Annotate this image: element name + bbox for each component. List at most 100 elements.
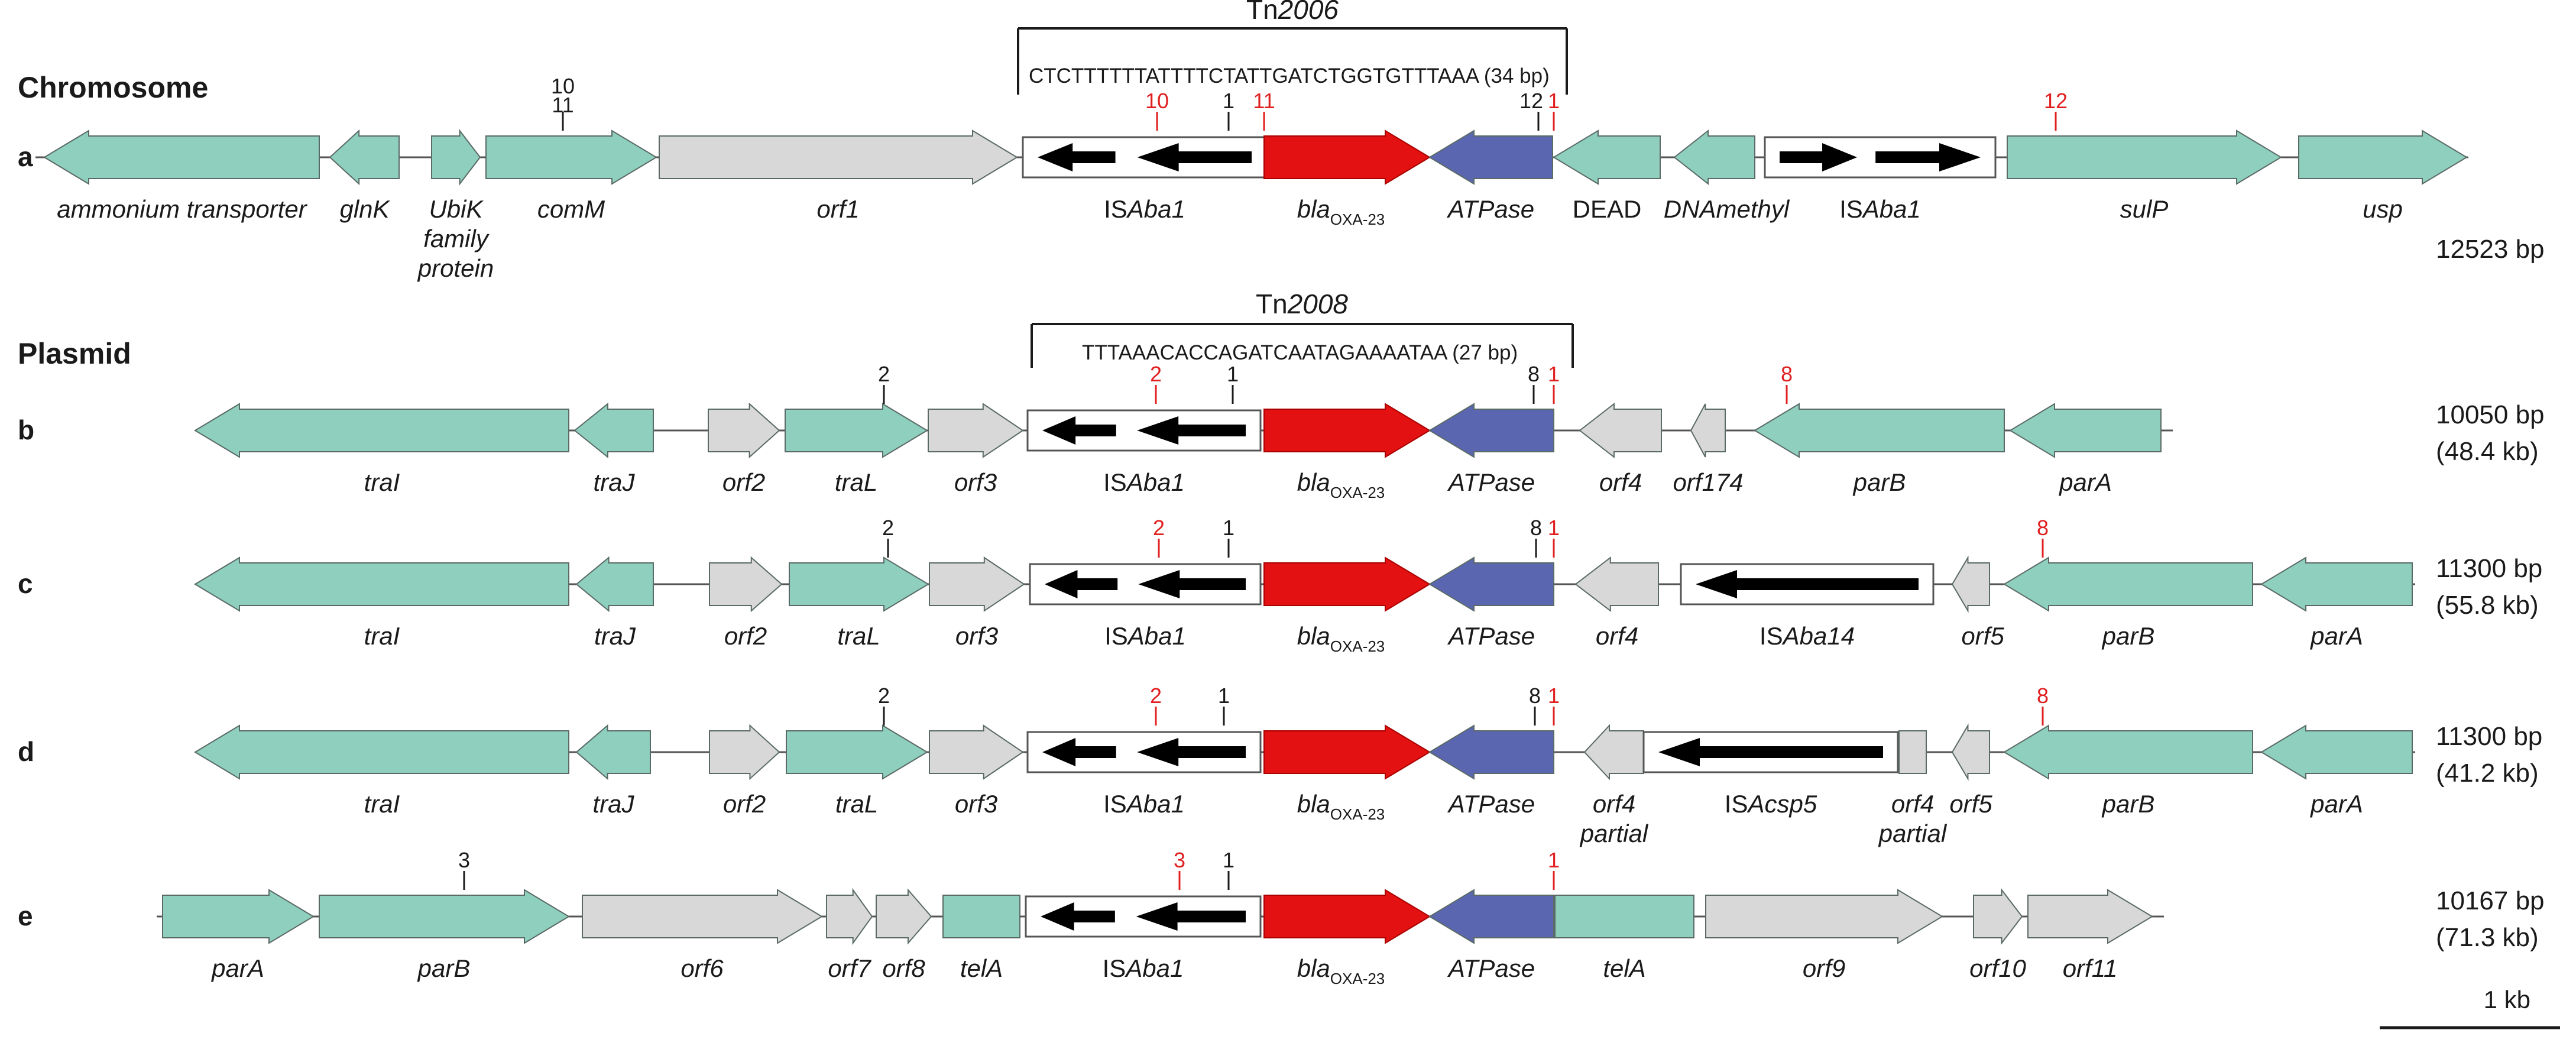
site-marker-1: 1 — [1223, 516, 1234, 558]
gene-label: usp — [2363, 195, 2403, 223]
gene-label: DNAmethyl — [1664, 195, 1790, 223]
gene-label: parB — [417, 954, 471, 982]
row-e-length: 10167 bp — [2436, 886, 2545, 915]
svg-text:2: 2 — [878, 362, 890, 386]
gene-tral: traL — [786, 724, 928, 818]
svg-text:2: 2 — [1150, 684, 1162, 708]
gene-isaba1: ISAba1 — [1026, 731, 1262, 818]
svg-text:3: 3 — [1174, 848, 1185, 872]
gene-label: orf2 — [724, 622, 767, 650]
scale-label: 1 kb — [2484, 986, 2530, 1013]
gene-label: orf11 — [2063, 954, 2118, 982]
gene-label: traJ — [594, 622, 636, 650]
gene-tral: traL — [785, 403, 928, 496]
gene-blaoxa-23: blaOXA-23 — [1263, 889, 1431, 987]
gene-label: orf4 — [1599, 468, 1642, 496]
site-marker-8: 8 — [1530, 516, 1542, 558]
site-marker-1: 1 — [1548, 89, 1560, 131]
gene-usp: usp — [2298, 129, 2468, 223]
gene-label: traL — [837, 622, 880, 650]
is-element-label: ISAba1 — [1103, 468, 1185, 496]
bla-oxa-23-label: blaOXA-23 — [1297, 790, 1385, 823]
gene-orf7: orf7 — [826, 888, 873, 982]
svg-text:8: 8 — [2037, 516, 2049, 540]
is-element-label: ISAba1 — [1839, 195, 1921, 223]
site-marker-1: 1 — [1223, 848, 1234, 890]
gene-isaba14: ISAba14 — [1680, 563, 1935, 650]
svg-text:8: 8 — [1781, 362, 1793, 386]
gene-parb: parB — [319, 889, 570, 982]
gene-label: orf3 — [955, 790, 997, 818]
gene-label: orf10 — [1969, 954, 2026, 982]
gene-orf2: orf2 — [709, 556, 783, 650]
gene-label: UbiK — [429, 195, 484, 223]
row-e-size: (71.3 kb) — [2436, 923, 2539, 952]
row-c-size: (55.8 kb) — [2436, 591, 2539, 620]
site-marker-12: 12 — [1519, 89, 1543, 131]
gene-orf3: orf3 — [928, 403, 1024, 496]
gene-label: orf4 — [1593, 790, 1635, 818]
svg-text:1: 1 — [1548, 684, 1560, 708]
site-marker-2: 2 — [1150, 684, 1162, 726]
gene-label: parB — [1852, 468, 1906, 496]
gene-atpase: ATPase — [1428, 129, 1553, 223]
gene-label: protein — [417, 254, 494, 282]
is-element-label: ISAba1 — [1103, 790, 1185, 818]
gene-orf2: orf2 — [709, 724, 780, 818]
gene-blaoxa-23: blaOXA-23 — [1263, 403, 1431, 501]
svg-text:8: 8 — [1529, 684, 1541, 708]
gene-atpase: ATPase — [1428, 889, 1554, 982]
gene-label: orf8 — [882, 954, 925, 982]
svg-text:1: 1 — [1227, 362, 1239, 386]
gene-label: DEAD — [1573, 195, 1642, 223]
site-marker-8: 8 — [1528, 362, 1540, 404]
gene-label: ATPase — [1447, 468, 1535, 496]
site-marker-3: 3 — [458, 848, 470, 890]
gene-traj: traJ — [575, 724, 651, 818]
gene-orf1: orf1 — [659, 129, 1018, 223]
gene-label: sulP — [2120, 195, 2169, 223]
site-marker-10: 10 — [1145, 89, 1169, 131]
bla-oxa-23-label: blaOXA-23 — [1297, 195, 1385, 228]
gene-trai: traI — [194, 556, 569, 650]
gene-label: telA — [1603, 954, 1645, 982]
gene-trai: traI — [194, 403, 569, 496]
gene-isaba1: ISAba1 — [1029, 563, 1262, 650]
gene-label: orf2 — [723, 790, 766, 818]
is-element-label: ISAba1 — [1104, 195, 1185, 223]
row-b-length: 10050 bp — [2436, 400, 2545, 429]
site-marker-8: 8 — [1529, 684, 1541, 726]
gene-isaba1: ISAba1 — [1026, 409, 1262, 496]
gene-tral: traL — [789, 556, 929, 650]
gene-label: parB — [2101, 622, 2155, 650]
svg-text:1: 1 — [1223, 848, 1234, 872]
gene-comm: comM — [485, 129, 657, 223]
plasmid-heading: Plasmid — [18, 337, 131, 370]
site-marker-1: 1 — [1223, 89, 1234, 131]
gene-tela: telA — [1554, 895, 1694, 982]
svg-text:2: 2 — [882, 516, 894, 540]
gene-traj: traJ — [573, 402, 654, 496]
row-d-letter: d — [18, 736, 34, 767]
gene-orf11: orf11 — [2027, 889, 2153, 982]
gene-dnamethyl: DNAmethyl — [1664, 129, 1790, 223]
svg-text:1: 1 — [1548, 89, 1560, 113]
gene-parb: parB — [2003, 724, 2253, 818]
site-marker-1: 1 — [1227, 362, 1239, 404]
gene-label: orf5 — [1949, 790, 1992, 818]
site-marker-1: 1 — [1548, 362, 1560, 404]
site-marker-8: 8 — [2037, 684, 2049, 726]
site-marker-1: 1 — [1548, 516, 1560, 558]
gene-isaba1: ISAba1 — [1764, 136, 1997, 223]
gene-para: parA — [2260, 556, 2413, 650]
site-marker-2: 2 — [1150, 362, 1162, 404]
svg-text:8: 8 — [1530, 516, 1542, 540]
row-a-letter: a — [18, 141, 33, 172]
gene-label: ATPase — [1447, 954, 1535, 982]
